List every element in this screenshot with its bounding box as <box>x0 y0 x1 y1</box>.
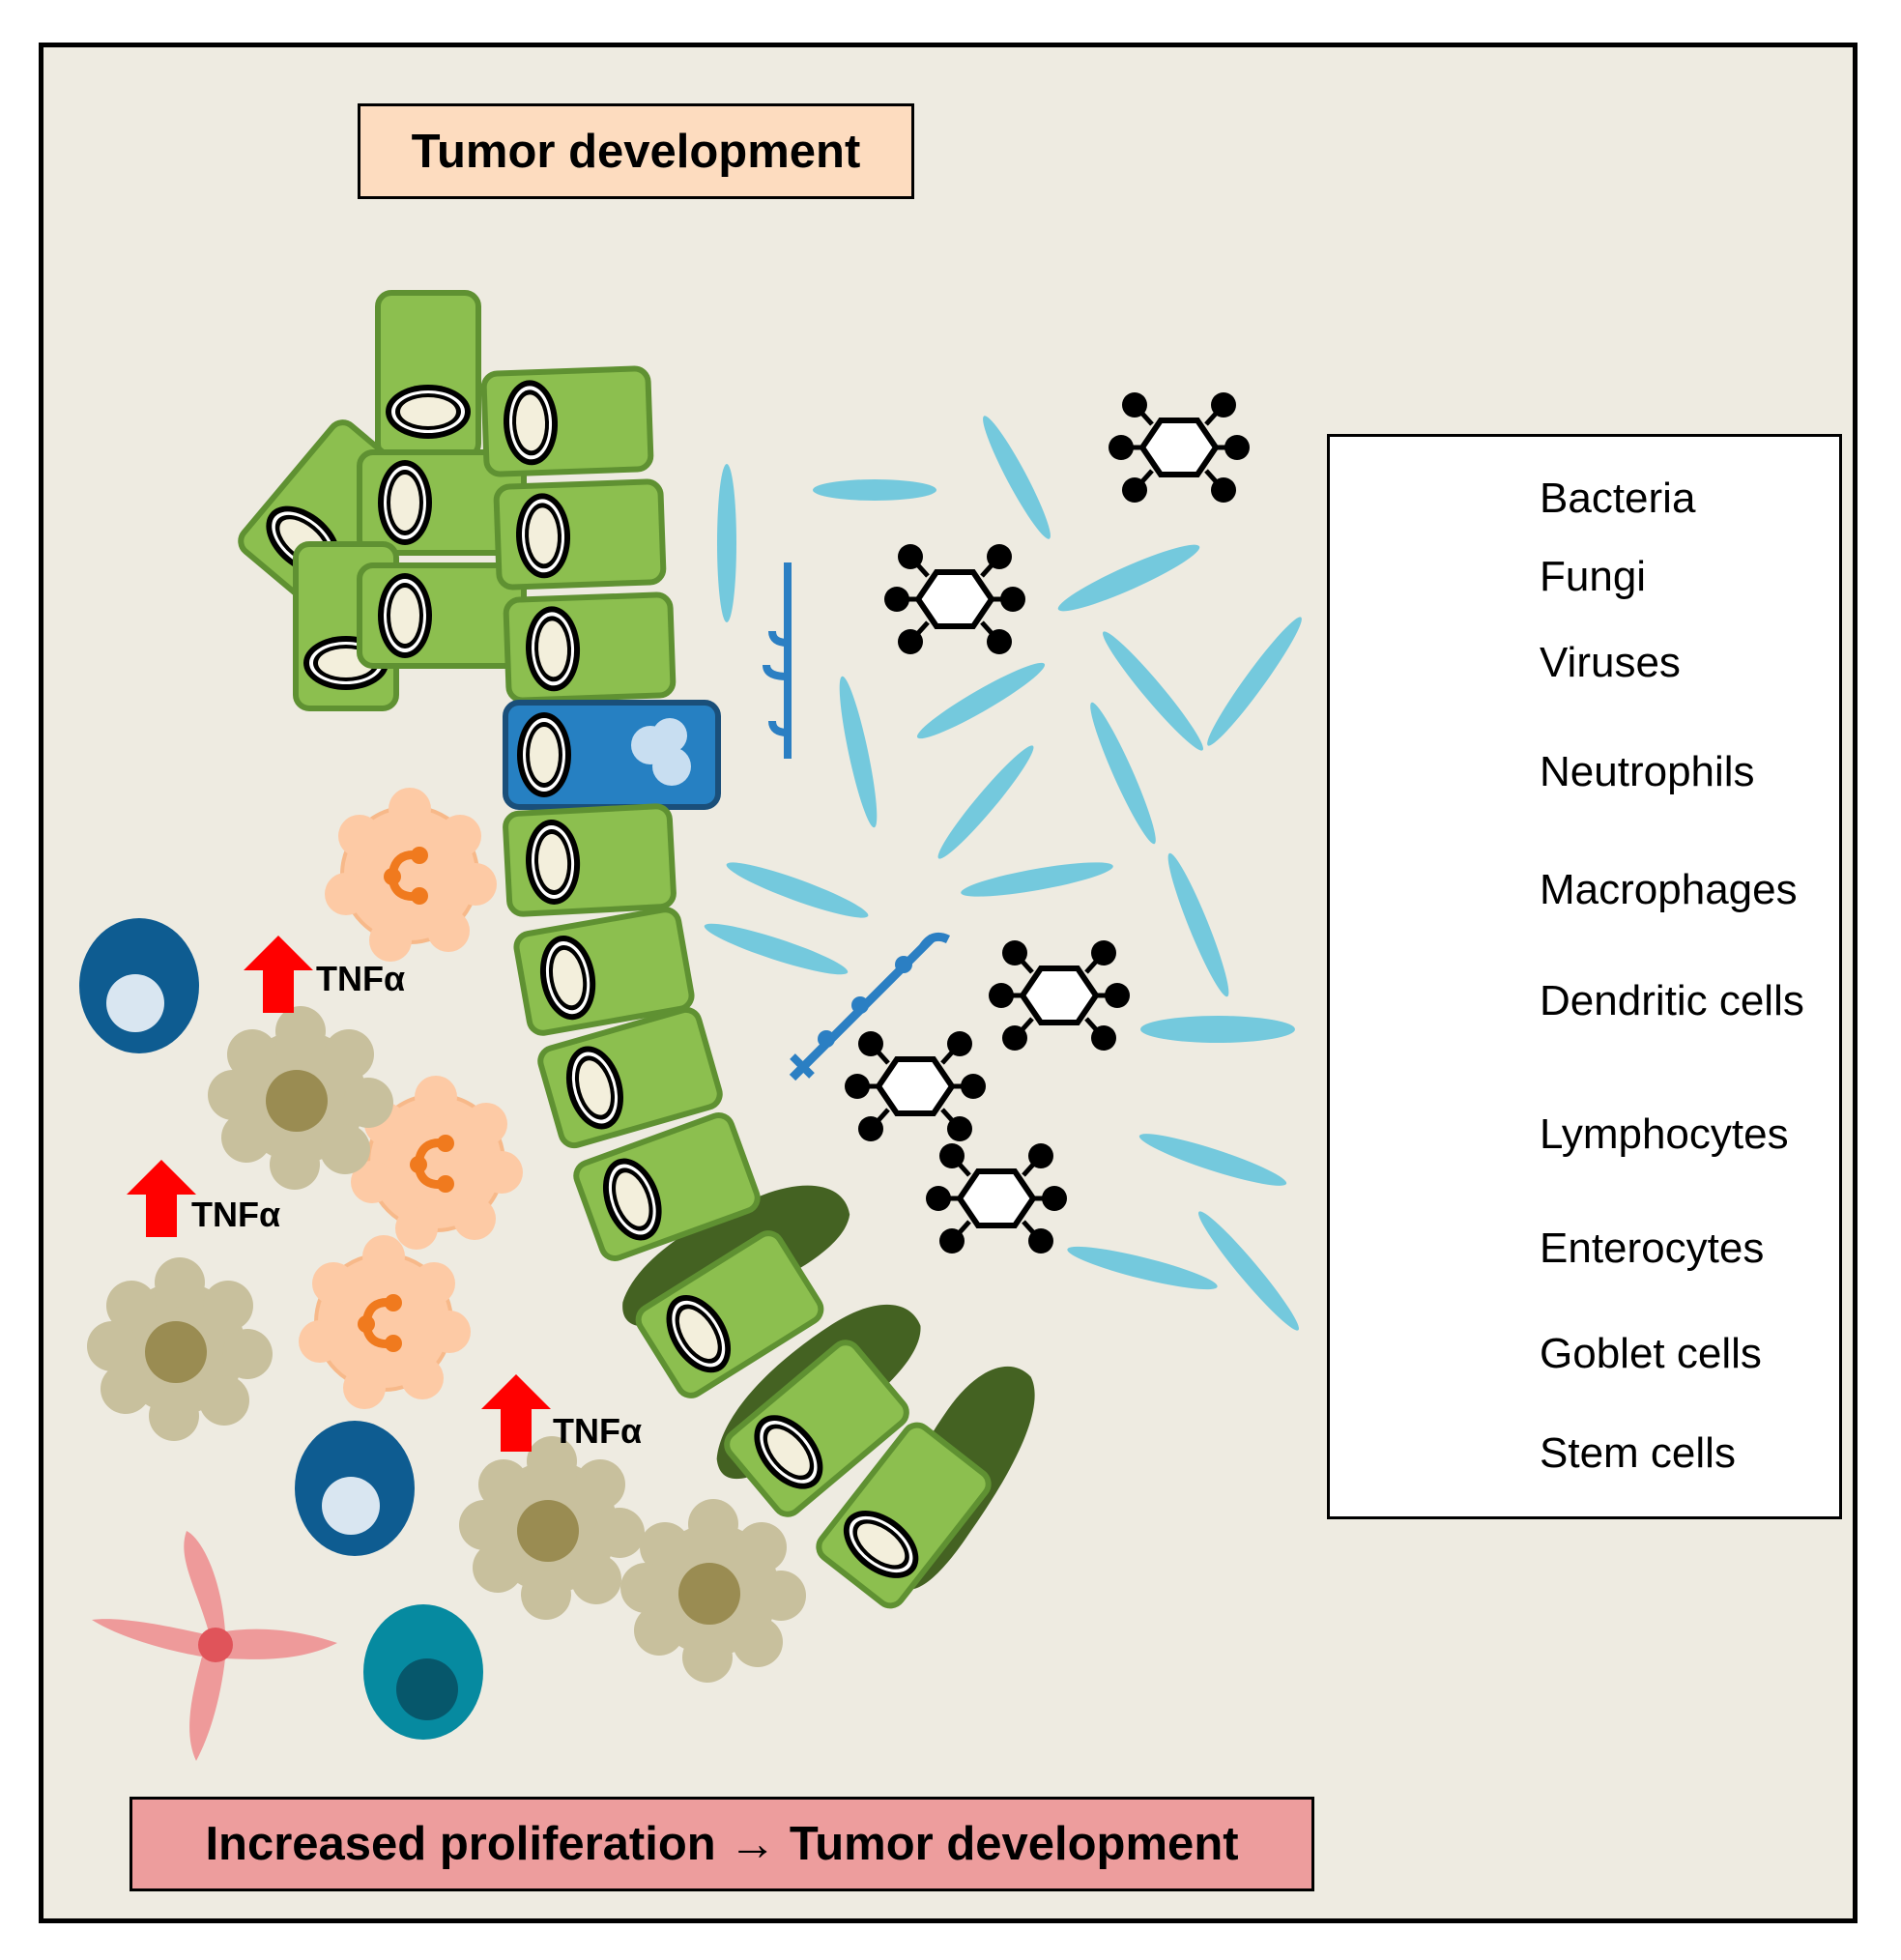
bacterium <box>813 479 936 501</box>
legend-label-dendritic-cells: Dendritic cells <box>1540 977 1804 1024</box>
bacterium <box>916 662 1046 739</box>
legend: Bacteria Fungi Viruses Neutrophils Macro… <box>1327 434 1842 1519</box>
bacterium <box>1067 1246 1218 1290</box>
virus <box>845 1031 986 1141</box>
title-box: Tumor development <box>358 103 914 199</box>
bacterium <box>1103 631 1203 751</box>
virus <box>926 1143 1067 1254</box>
tnf-label: TNFα <box>316 959 406 998</box>
tnf-label: TNFα <box>191 1195 281 1234</box>
legend-label-goblet-cells: Goblet cells <box>1540 1330 1762 1377</box>
fungus <box>763 562 792 759</box>
dendritic-cell <box>92 1531 337 1761</box>
bacterium <box>1090 702 1156 845</box>
macrophage <box>208 1006 393 1190</box>
bacterium <box>937 745 1034 859</box>
lymphocyte <box>79 918 199 1053</box>
bacterium <box>961 862 1113 897</box>
title: Tumor development <box>411 125 861 178</box>
bacterium <box>1138 1134 1287 1186</box>
bacterium <box>839 676 878 828</box>
bacterium <box>1057 544 1200 612</box>
tnf-label: TNFα <box>553 1411 643 1451</box>
bacterium <box>1140 1016 1295 1043</box>
bacterium <box>1207 617 1302 746</box>
virus <box>989 940 1130 1051</box>
conclusion-box: Increased proliferation → Tumor developm… <box>130 1797 1314 1891</box>
enterocyte <box>483 368 651 475</box>
enterocyte <box>496 481 664 588</box>
bacterium <box>726 862 869 918</box>
bacterium <box>717 464 736 622</box>
goblet-cell <box>503 700 721 810</box>
legend-label-macrophages: Macrophages <box>1540 866 1798 913</box>
legend-label-lymphocytes: Lymphocytes <box>1540 1110 1789 1158</box>
fungus <box>789 932 951 1081</box>
lymphocyte <box>295 1421 415 1556</box>
legend-label-stem-cells: Stem cells <box>1540 1429 1736 1477</box>
macrophage <box>620 1499 806 1683</box>
macrophage <box>459 1436 645 1620</box>
increase-arrow-icon <box>127 1160 196 1237</box>
conclusion-label: Increased proliferation → Tumor developm… <box>205 1818 1239 1870</box>
macrophage <box>87 1257 273 1441</box>
bacterium <box>983 416 1051 539</box>
enterocyte <box>505 594 674 701</box>
legend-label-enterocytes: Enterocytes <box>1540 1225 1765 1272</box>
neutrophil <box>325 788 497 962</box>
bacterium <box>1198 1211 1299 1331</box>
bacterium <box>704 923 849 975</box>
neutrophil <box>299 1235 471 1409</box>
legend-label-viruses: Viruses <box>1540 639 1681 686</box>
bacterium <box>1167 852 1229 997</box>
virus <box>1109 392 1250 503</box>
legend-label-neutrophils: Neutrophils <box>1540 748 1755 795</box>
legend-label-bacteria: Bacteria <box>1540 475 1696 522</box>
legend-label-fungi: Fungi <box>1540 553 1647 600</box>
enterocyte <box>378 293 478 457</box>
increase-arrow-icon <box>244 936 313 1013</box>
epithelium <box>236 293 994 1611</box>
bacteria-group <box>704 416 1302 1331</box>
virus <box>884 544 1025 654</box>
enterocyte <box>504 806 674 915</box>
lymphocyte <box>363 1604 483 1740</box>
